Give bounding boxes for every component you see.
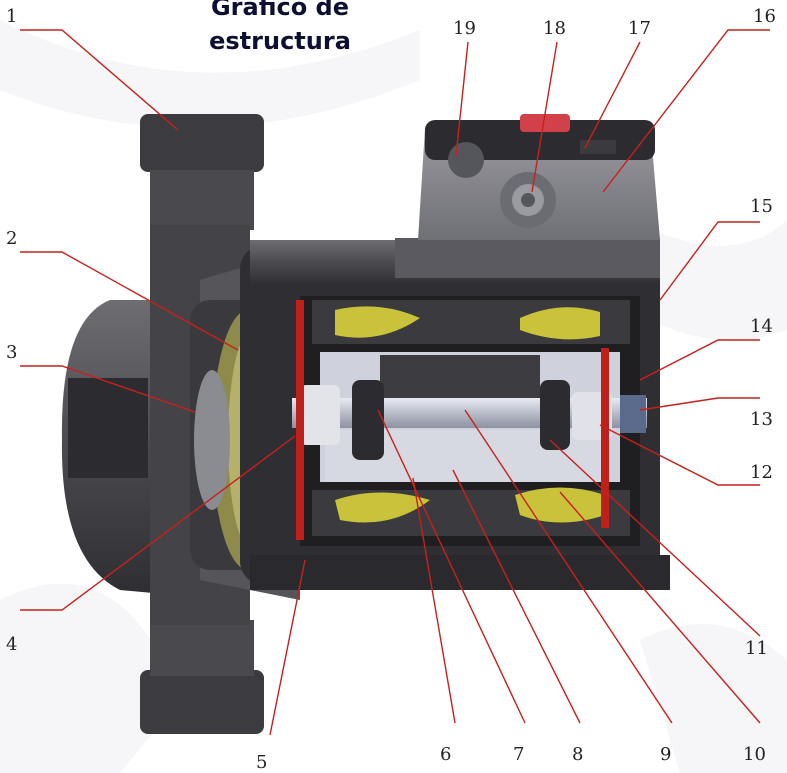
callout-9: 9 [660,744,671,765]
callout-3: 3 [6,342,17,363]
callout-5: 5 [256,752,267,773]
callout-19: 19 [453,18,476,39]
seal-plates [296,300,609,540]
callout-12: 12 [750,462,773,483]
callout-11: 11 [745,638,768,659]
diagram-title: Gráfico de estructura [209,0,351,55]
background-watermark [0,20,787,773]
callout-4: 4 [6,634,17,655]
callout-15: 15 [750,196,773,217]
callout-14: 14 [750,316,773,337]
callout-labels: 1 2 3 4 5 6 7 8 9 10 11 12 13 14 15 16 1… [6,6,776,773]
callout-18: 18 [543,18,566,39]
callout-16: 16 [753,6,776,27]
callout-7: 7 [513,744,524,765]
callout-10: 10 [743,744,766,765]
callout-6: 6 [440,744,451,765]
leader-lines [20,29,770,736]
terminal-box [418,114,660,240]
callout-1: 1 [6,6,17,27]
callout-2: 2 [6,228,17,249]
stator-windings [335,306,605,523]
callout-13: 13 [750,409,773,430]
callout-8: 8 [572,744,583,765]
callout-17: 17 [628,18,651,39]
